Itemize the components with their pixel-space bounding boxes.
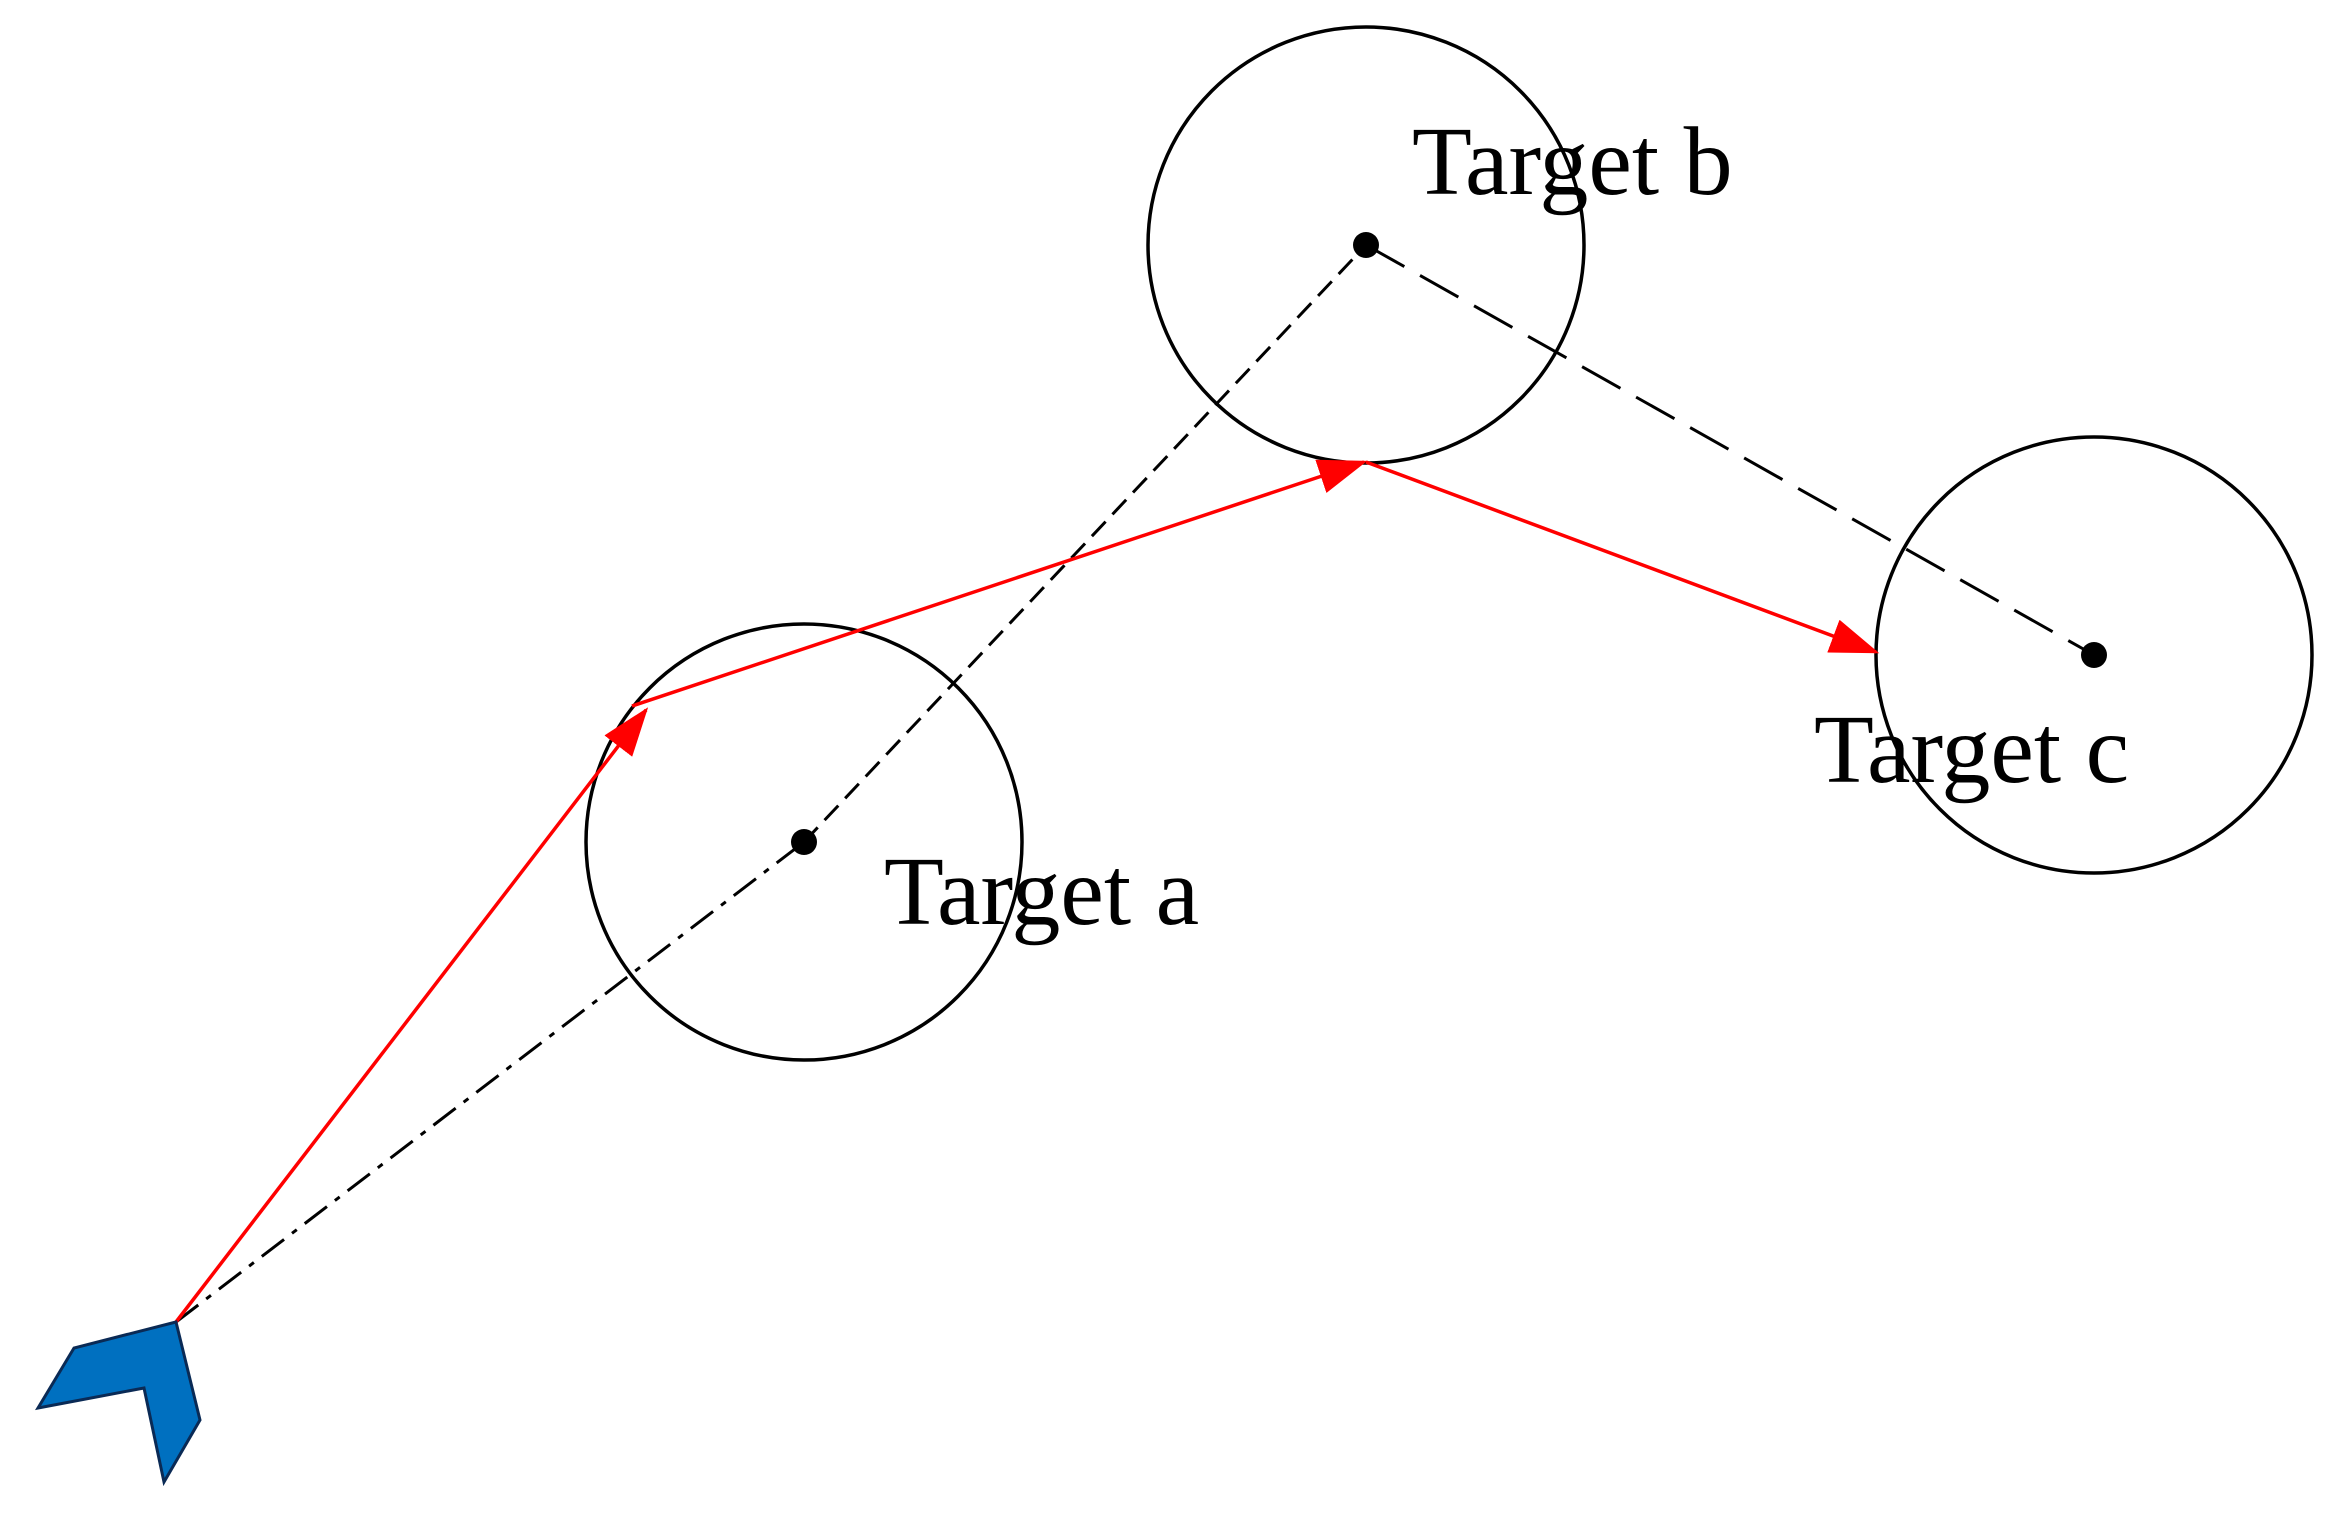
route-segment-start-to-a — [174, 707, 649, 1324]
route-segment-a-to-b — [631, 459, 1368, 708]
target-a-zone — [584, 622, 1024, 1062]
guide-line-a-to-b — [802, 243, 1368, 844]
guide-line-start-to-a — [175, 840, 805, 1324]
target-b-center — [1353, 232, 1379, 258]
target-c-zone — [1874, 435, 2314, 875]
target-b-label: Target b — [1412, 108, 1733, 216]
route-segment-b-to-c — [1365, 460, 1880, 654]
target-c-center — [2081, 642, 2107, 668]
guide-line-b-to-c — [1365, 243, 2095, 657]
chevron-vehicle-icon — [34, 1320, 202, 1487]
target-a-label: Target a — [884, 838, 1199, 946]
target-a-center — [791, 829, 817, 855]
target-c-label: Target c — [1814, 696, 2129, 804]
